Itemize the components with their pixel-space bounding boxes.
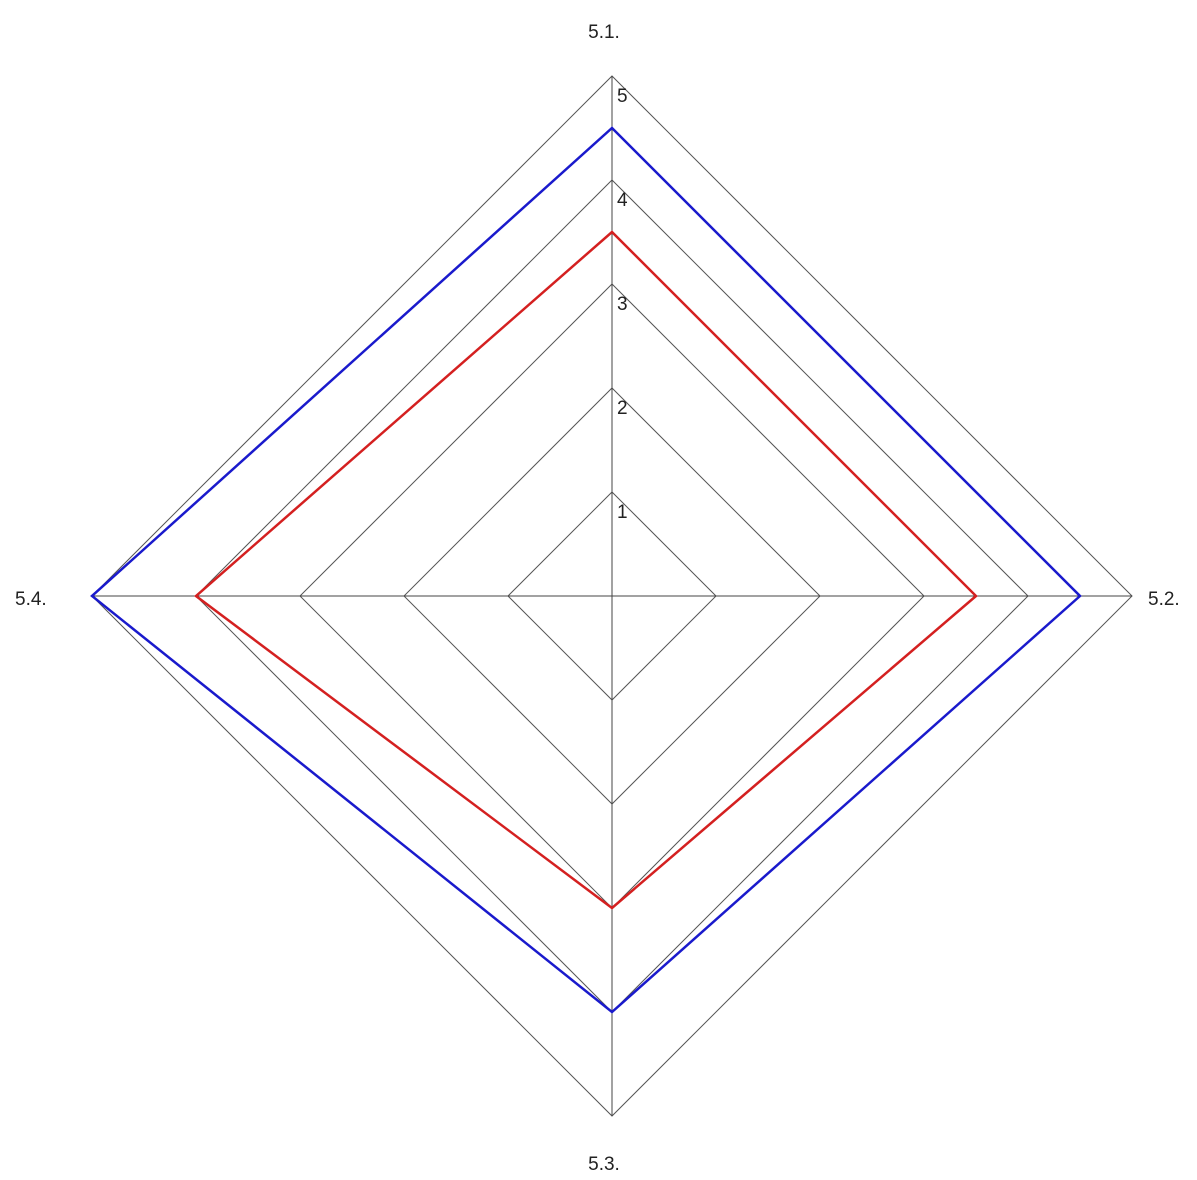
axis-label-top: 5.1. (588, 22, 620, 43)
axis-label-right: 5.2. (1148, 589, 1180, 610)
tick-label-1: 1 (617, 502, 628, 523)
series-polygon-1 (90, 126, 1082, 1014)
tick-label-4: 4 (617, 190, 628, 211)
axis-label-bottom: 5.3. (588, 1154, 620, 1175)
series-layer (90, 126, 1082, 1014)
tick-label-2: 2 (617, 398, 628, 419)
series-polygon-2 (194, 230, 978, 910)
tick-label-5: 5 (617, 86, 628, 107)
tick-layer: 1 2 3 4 5 (617, 86, 628, 523)
label-layer: 5.1. 5.2. 5.3. 5.4. (15, 22, 1180, 1175)
axis-label-left: 5.4. (15, 589, 47, 610)
axis-layer (92, 76, 1132, 1116)
tick-label-3: 3 (617, 294, 628, 315)
